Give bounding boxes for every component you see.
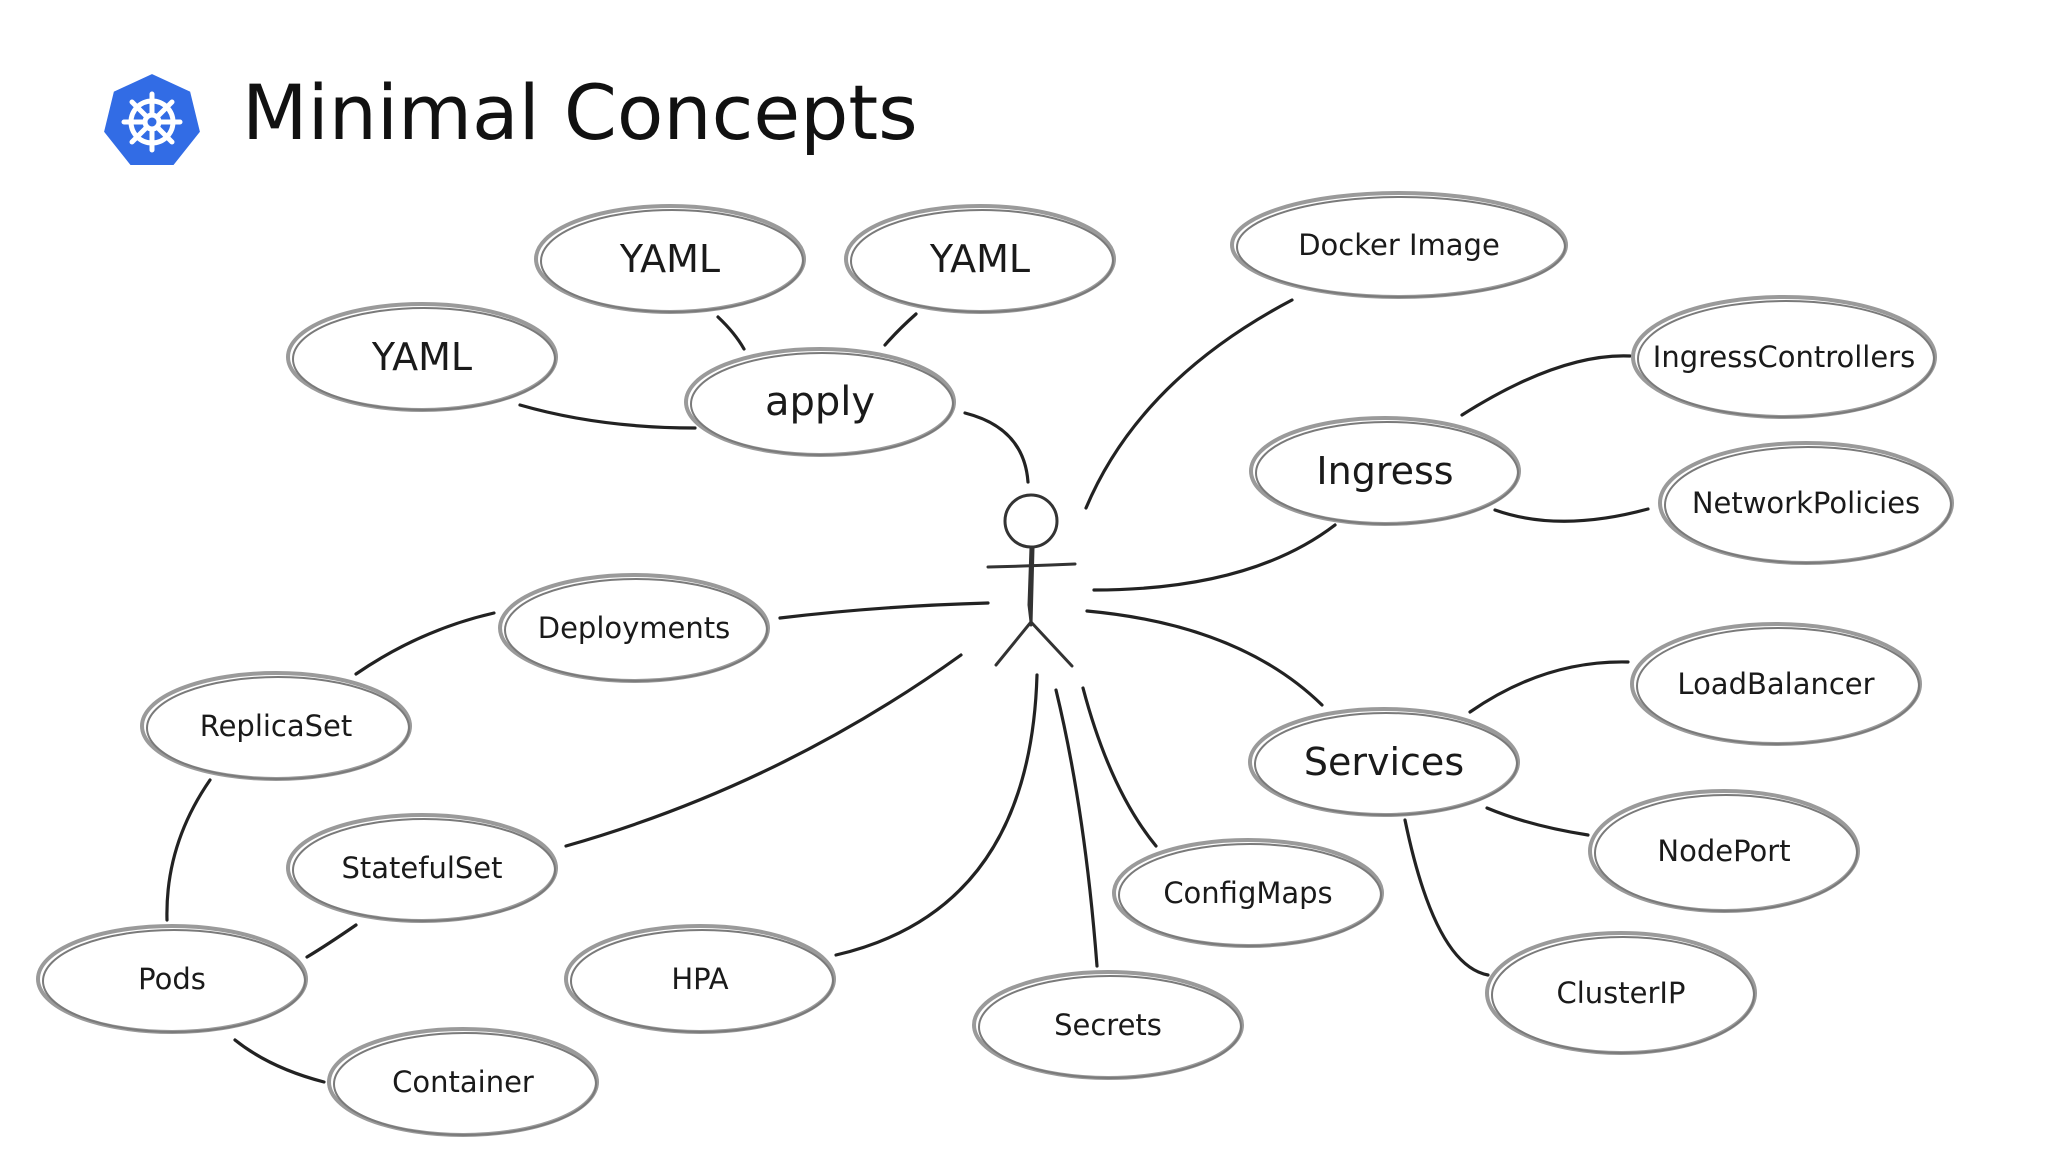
node-deployments: Deployments <box>498 573 770 683</box>
page-title: Minimal Concepts <box>242 68 918 157</box>
edge-hpa-user <box>834 673 1039 957</box>
node-apply: apply <box>684 347 956 457</box>
node-secrets: Secrets <box>972 970 1244 1080</box>
edge-configmaps-user <box>1081 686 1158 848</box>
node-label: YAML <box>929 237 1030 281</box>
kubernetes-logo-icon <box>101 71 203 167</box>
node-ellipse-sketch <box>570 929 834 1033</box>
node-label: HPA <box>671 962 728 996</box>
node-ellipse-sketch <box>690 352 954 456</box>
node-label: apply <box>765 379 875 425</box>
node-label: Services <box>1304 740 1464 784</box>
node-ellipse-sketch <box>333 1032 597 1136</box>
node-label: ReplicaSet <box>200 709 353 743</box>
node-label: Pods <box>138 962 206 996</box>
stick-figure-icon <box>986 493 1077 668</box>
node-clusterip: ClusterIP <box>1485 931 1757 1055</box>
edge-deployments-replicaset <box>354 611 496 676</box>
node-label: Docker Image <box>1298 228 1500 262</box>
node-label: LoadBalancer <box>1677 667 1874 701</box>
node-ellipse-sketch <box>1255 421 1519 525</box>
node-label: IngressControllers <box>1653 340 1915 374</box>
node-services: Services <box>1248 707 1520 817</box>
node-statefulset: StatefulSet <box>286 813 558 923</box>
node-yaml1: YAML <box>534 204 806 314</box>
node-load-balancer: LoadBalancer <box>1630 622 1922 746</box>
node-ellipse-sketch <box>292 818 556 922</box>
edge-ingress-user <box>1092 523 1337 592</box>
node-replicaset: ReplicaSet <box>140 671 412 781</box>
node-ellipse-sketch <box>850 209 1114 313</box>
node-ellipse-sketch <box>1637 300 1935 418</box>
edge-yaml1-apply <box>716 315 746 351</box>
edge-statefulset-pods <box>305 923 358 959</box>
node-ellipse-sketch <box>1664 446 1952 564</box>
node-yaml3: YAML <box>286 302 558 412</box>
node-label: ClusterIP <box>1557 976 1686 1010</box>
node-ellipse-sketch <box>1594 794 1858 912</box>
node-ellipse-sketch <box>1636 627 1920 745</box>
edge-replicaset-pods <box>165 778 212 922</box>
node-ellipse-sketch <box>1236 196 1566 298</box>
edge-docker-image-user <box>1084 298 1294 510</box>
node-configmaps: ConfigMaps <box>1112 838 1384 948</box>
edge-ingress-network-policies <box>1493 507 1650 523</box>
node-ellipse-sketch <box>504 578 768 682</box>
edge-services-nodeport <box>1485 806 1590 837</box>
edge-services-load-balancer <box>1468 660 1630 714</box>
edge-services-clusterip <box>1403 818 1490 977</box>
node-ingress-controllers: IngressControllers <box>1631 295 1937 419</box>
node-label: NetworkPolicies <box>1692 486 1920 520</box>
node-ellipse-sketch <box>42 929 306 1033</box>
edge-deployments-user <box>778 601 990 620</box>
edge-ingress-ingress-controllers <box>1460 354 1632 417</box>
node-label: NodePort <box>1657 834 1790 868</box>
node-ellipse-sketch <box>1254 712 1518 816</box>
node-ellipse-sketch <box>1491 936 1755 1054</box>
node-ellipse-sketch <box>292 307 556 411</box>
edges-layer <box>165 298 1650 1084</box>
edge-pods-container <box>233 1038 326 1084</box>
node-label: YAML <box>619 237 720 281</box>
edge-yaml3-apply <box>518 403 697 430</box>
node-hpa: HPA <box>564 924 836 1034</box>
node-container: Container <box>327 1027 599 1137</box>
node-label: Container <box>392 1065 534 1099</box>
node-label: StatefulSet <box>341 851 502 885</box>
node-ellipse-sketch <box>146 676 410 780</box>
node-nodeport: NodePort <box>1588 789 1860 913</box>
node-network-policies: NetworkPolicies <box>1658 441 1954 565</box>
node-pods: Pods <box>36 924 308 1034</box>
edge-statefulset-user <box>564 653 963 848</box>
edge-yaml2-apply <box>883 312 918 347</box>
node-ellipse-sketch <box>540 209 804 313</box>
node-ellipse-sketch <box>978 975 1242 1079</box>
node-label: YAML <box>371 335 472 379</box>
node-ellipse-sketch <box>1118 843 1382 947</box>
node-ingress: Ingress <box>1249 416 1521 526</box>
node-label: Ingress <box>1316 449 1453 493</box>
node-yaml2: YAML <box>844 204 1116 314</box>
node-docker-image: Docker Image <box>1230 191 1568 299</box>
edge-secrets-user <box>1054 688 1099 968</box>
edge-apply-user <box>963 411 1030 484</box>
node-label: Secrets <box>1054 1008 1162 1042</box>
node-label: ConfigMaps <box>1163 876 1332 910</box>
node-label: Deployments <box>538 611 731 645</box>
edge-services-user <box>1085 609 1324 707</box>
